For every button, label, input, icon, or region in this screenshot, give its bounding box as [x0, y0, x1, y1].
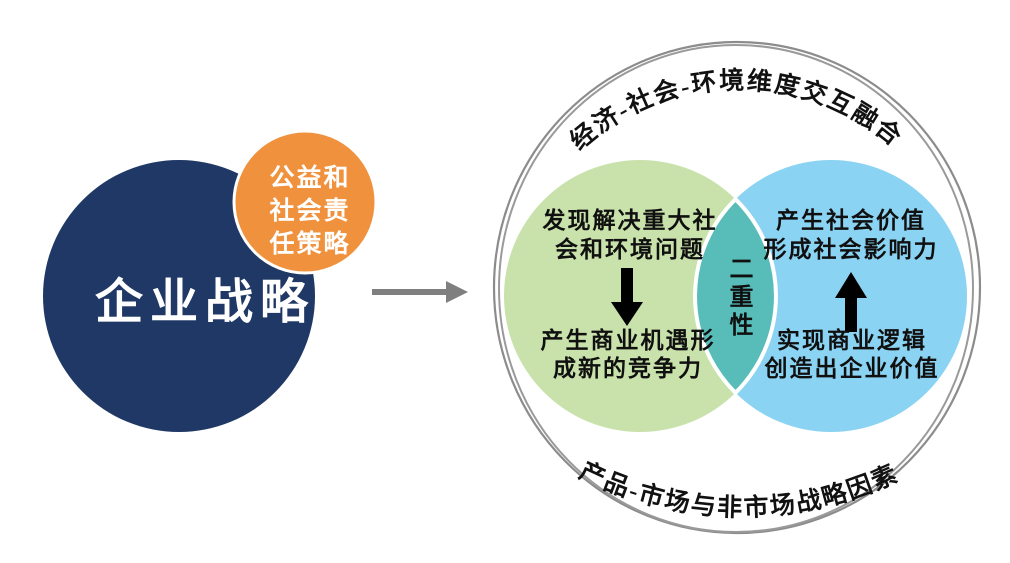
outer-ring-inner-line — [498, 44, 974, 533]
down-arrow-head — [611, 302, 643, 326]
up-arrow-head — [835, 272, 867, 298]
flow-arrow-icon — [372, 281, 468, 303]
bottom-arc-label: 产品-市场与非市场战略因素 — [575, 457, 903, 523]
down-arrow-icon — [611, 268, 643, 326]
down-arrow-shaft — [621, 268, 633, 304]
flow-arrow-shaft — [372, 289, 448, 295]
csr-strategy-circle — [232, 129, 378, 275]
up-arrow-icon — [835, 272, 867, 332]
venn-left-green-circle — [504, 160, 776, 432]
up-arrow-shaft — [845, 296, 857, 332]
venn-overlap-lens — [693, 196, 778, 396]
outer-ring-outer-line — [492, 40, 982, 535]
flow-arrow-head — [446, 281, 468, 303]
venn-right-blue-circle — [695, 160, 967, 432]
